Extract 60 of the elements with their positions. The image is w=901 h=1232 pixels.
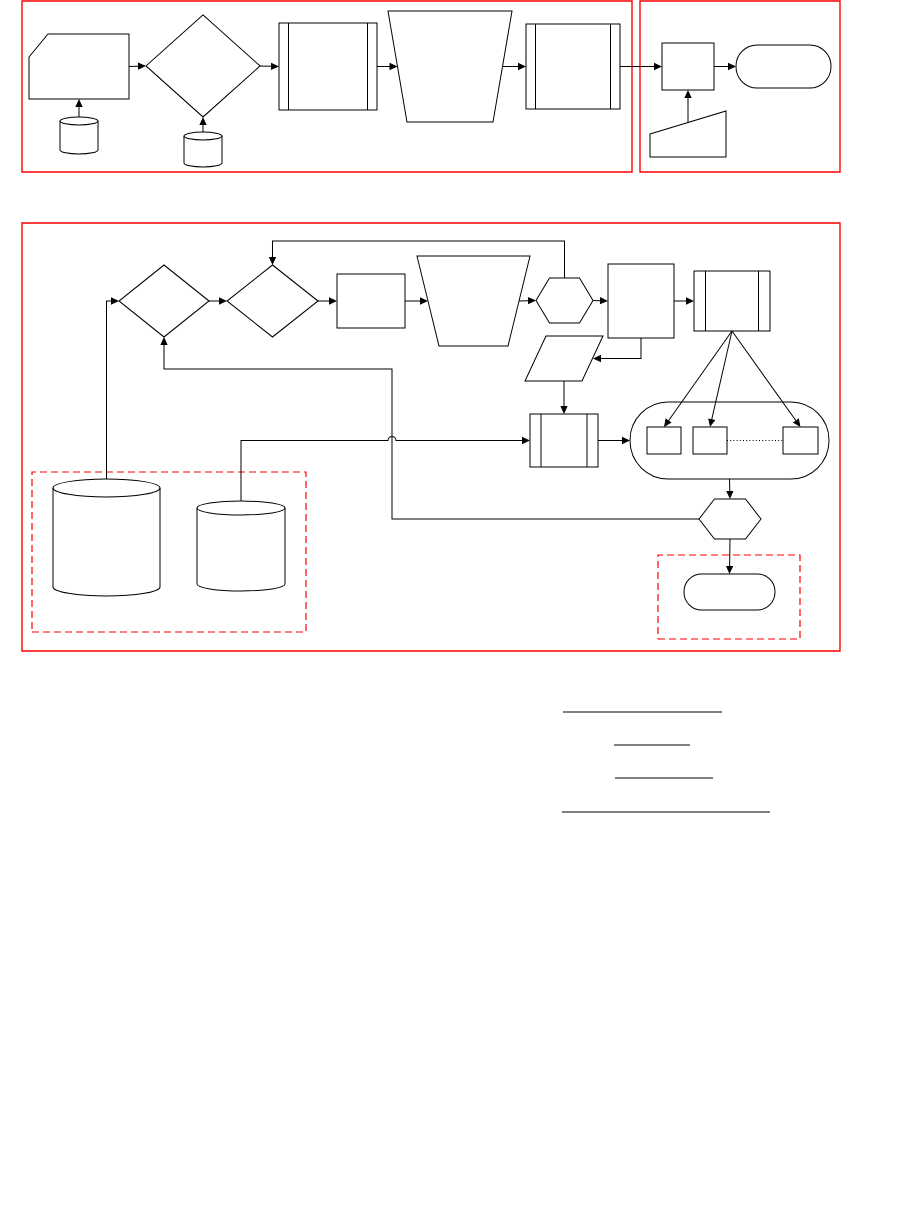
rounded-box xyxy=(735,44,832,89)
arrow xyxy=(376,63,397,70)
process-box xyxy=(336,273,406,329)
arrow xyxy=(726,538,733,574)
arrow xyxy=(518,297,536,305)
process-box xyxy=(782,426,819,455)
arrow xyxy=(726,478,734,499)
group-frame xyxy=(21,0,633,173)
group-frame xyxy=(21,222,841,652)
database-cylinder xyxy=(52,478,161,597)
arrow xyxy=(713,63,736,70)
arrow xyxy=(592,297,608,305)
subprocess-box xyxy=(278,22,378,111)
data-parallelogram xyxy=(524,335,604,382)
subprocess-box xyxy=(525,23,621,110)
decision-diamond xyxy=(226,264,319,338)
arrow xyxy=(597,437,630,444)
arrow xyxy=(106,297,119,480)
database-cylinder xyxy=(183,131,223,168)
arrow xyxy=(317,297,337,305)
decision-diamond xyxy=(118,264,210,338)
rounded-box xyxy=(629,401,830,480)
preparation-hexagon xyxy=(698,498,762,540)
process-box xyxy=(661,42,715,91)
arrow xyxy=(128,62,146,70)
card-shape xyxy=(28,33,130,100)
arrow xyxy=(619,63,662,70)
arrow xyxy=(664,330,733,427)
arrow xyxy=(75,99,83,118)
decision-diamond xyxy=(145,14,261,118)
arrow xyxy=(199,117,207,133)
manual-input-shape xyxy=(649,110,727,158)
manual-operation-trapezoid xyxy=(387,10,513,123)
arrow xyxy=(160,337,700,520)
arrow xyxy=(560,380,568,414)
subprocess-box xyxy=(529,413,599,468)
rounded-box xyxy=(683,573,776,611)
arrow xyxy=(259,62,279,70)
arrow xyxy=(673,297,694,305)
subprocess-box xyxy=(693,270,771,332)
arrow xyxy=(708,330,733,427)
group-frame xyxy=(657,554,801,640)
arrow xyxy=(593,337,642,362)
database-cylinder xyxy=(196,500,286,592)
group-frame xyxy=(639,0,841,173)
arrow xyxy=(731,330,801,427)
process-box xyxy=(646,426,682,455)
arrow xyxy=(240,436,530,502)
arrow xyxy=(208,297,227,305)
arrow xyxy=(404,297,428,305)
group-frame xyxy=(31,471,307,633)
process-box xyxy=(692,426,728,455)
process-box xyxy=(607,263,675,339)
arrow xyxy=(684,90,692,123)
arrow xyxy=(269,240,565,279)
database-cylinder xyxy=(59,116,99,155)
manual-operation-trapezoid xyxy=(416,255,531,347)
preparation-hexagon xyxy=(535,277,594,324)
arrow xyxy=(502,63,526,70)
dotted-line xyxy=(726,440,784,441)
